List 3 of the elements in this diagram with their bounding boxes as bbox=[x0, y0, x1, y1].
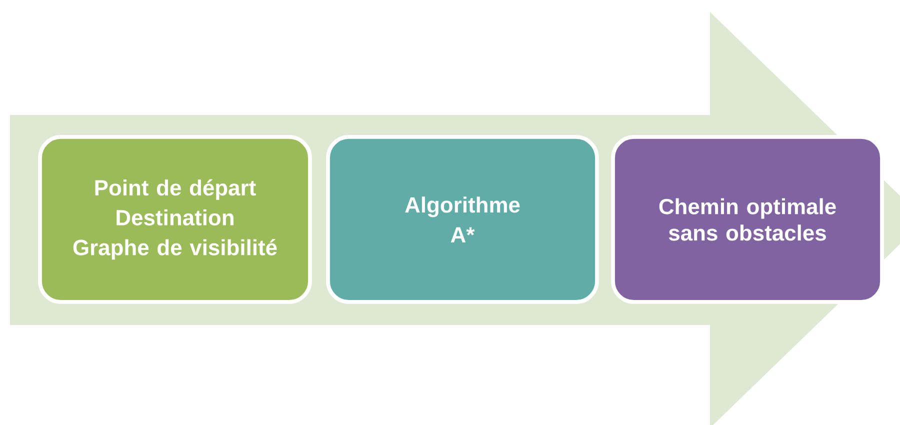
process-box: Point de départ Destination Graphe de visibilité bbox=[38, 135, 312, 304]
process-box: Algorithme A* bbox=[326, 135, 599, 304]
process-box: Chemin optimale sans obstacles bbox=[611, 135, 884, 304]
